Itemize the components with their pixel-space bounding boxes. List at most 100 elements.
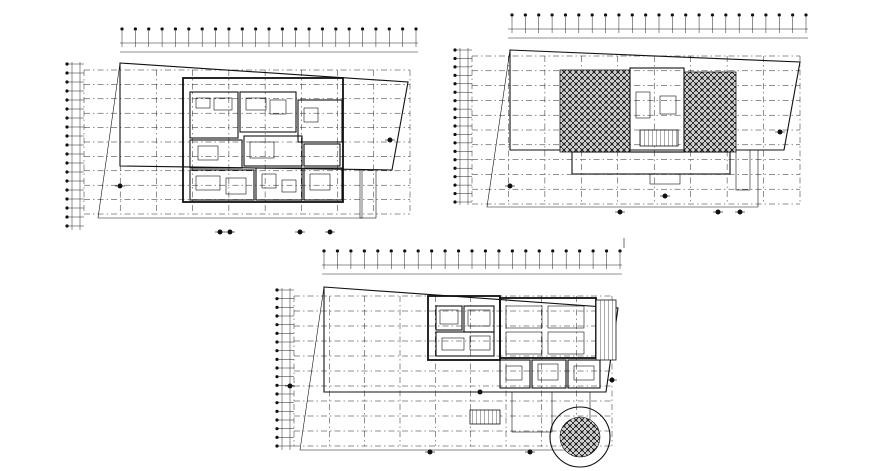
dimension-marker [275,331,279,335]
dimension-marker [737,13,741,17]
dimension-marker [275,383,279,387]
dimension-marker [347,27,351,31]
dimension-chain-left [65,62,84,230]
dimension-marker [362,249,366,253]
fixture [441,337,465,351]
dimension-marker [275,375,279,379]
dimension-marker [453,191,457,196]
dimension-marker [453,107,457,111]
dimension-marker [524,249,528,253]
dimension-marker [275,297,279,301]
dimension-marker [453,158,457,162]
fixture [213,97,233,111]
dimension-marker [453,149,457,153]
dimension-marker [320,27,325,31]
dimension-marker [307,27,311,31]
dimension-marker [65,152,69,156]
dimension-marker [453,99,457,103]
dimension-marker [510,249,514,253]
dimension-marker [65,224,69,228]
dimension-marker [275,435,279,439]
fixture [261,173,277,189]
roof-tiles-left [559,69,631,153]
dimension-marker [537,249,541,253]
fixture [505,305,543,329]
roof-plan [559,67,751,191]
fixture [249,141,275,159]
fixture [537,363,559,381]
dimension-marker [670,13,674,17]
dimension-marker [275,349,279,353]
stair-block [639,129,679,147]
dimension-marker [65,197,69,201]
dimension-marker [453,48,457,52]
fixture [195,175,221,191]
site-boundary-lower [299,286,591,451]
fixture [197,145,219,161]
dimension-marker [65,107,69,111]
dimension-marker [275,366,279,370]
dimension-marker [453,175,457,179]
dimension-marker [275,323,279,327]
dimension-marker [65,143,69,147]
dimension-chain-top [322,249,622,275]
fixture [269,99,287,115]
dimension-marker [65,98,69,102]
dimension-marker [777,13,781,17]
dimension-marker [470,249,474,253]
dimension-chain-top [508,13,808,39]
dimension-marker [791,13,795,17]
dimension-marker [65,206,69,210]
dimension-chain-top [120,27,418,53]
dimension-marker [65,62,69,66]
dimension-marker [275,288,279,292]
dimension-marker [147,27,151,31]
dimension-marker [65,116,69,120]
fixture [245,97,267,111]
fixture [195,97,211,109]
fixture [439,309,459,325]
dimension-marker [376,249,380,253]
grid-axes [471,55,801,205]
dimension-marker [804,13,808,17]
dimension-marker [120,27,124,31]
dimension-marker [453,166,457,170]
dimension-marker [564,249,568,253]
dimension-marker [275,444,279,448]
dimension-marker [456,249,461,253]
dimension-marker [334,27,338,31]
dimension-marker [630,13,634,17]
fixture [225,177,247,195]
dimension-marker [430,249,434,253]
dimension-marker [294,27,298,31]
fixture [573,365,595,381]
site-boundary [323,286,619,393]
dimension-marker [453,183,457,187]
dimension-marker [684,13,688,17]
dimension-marker [65,80,69,84]
dimension-marker [453,73,457,77]
dimension-marker [200,27,204,31]
fixture [547,305,585,329]
fixture [303,107,319,123]
dimension-marker [577,13,581,17]
dimension-marker [710,13,715,17]
dimension-chain-left [275,288,294,450]
dimension-marker [213,27,218,31]
site-boundary [509,49,801,151]
building-footprint [182,77,344,203]
ramp [595,299,617,361]
garden-circle [549,406,611,468]
dimension-marker [401,27,405,31]
dimension-marker [414,27,418,31]
fixture [505,331,543,355]
fixture [469,335,491,351]
dimension-marker [537,13,541,17]
dimension-marker [322,249,326,253]
site-boundary-lower [486,49,759,208]
dimension-marker [453,124,457,128]
dimension-marker [65,188,69,192]
dimension-marker [65,71,69,75]
fixture [309,173,331,191]
dimension-marker [724,13,728,17]
